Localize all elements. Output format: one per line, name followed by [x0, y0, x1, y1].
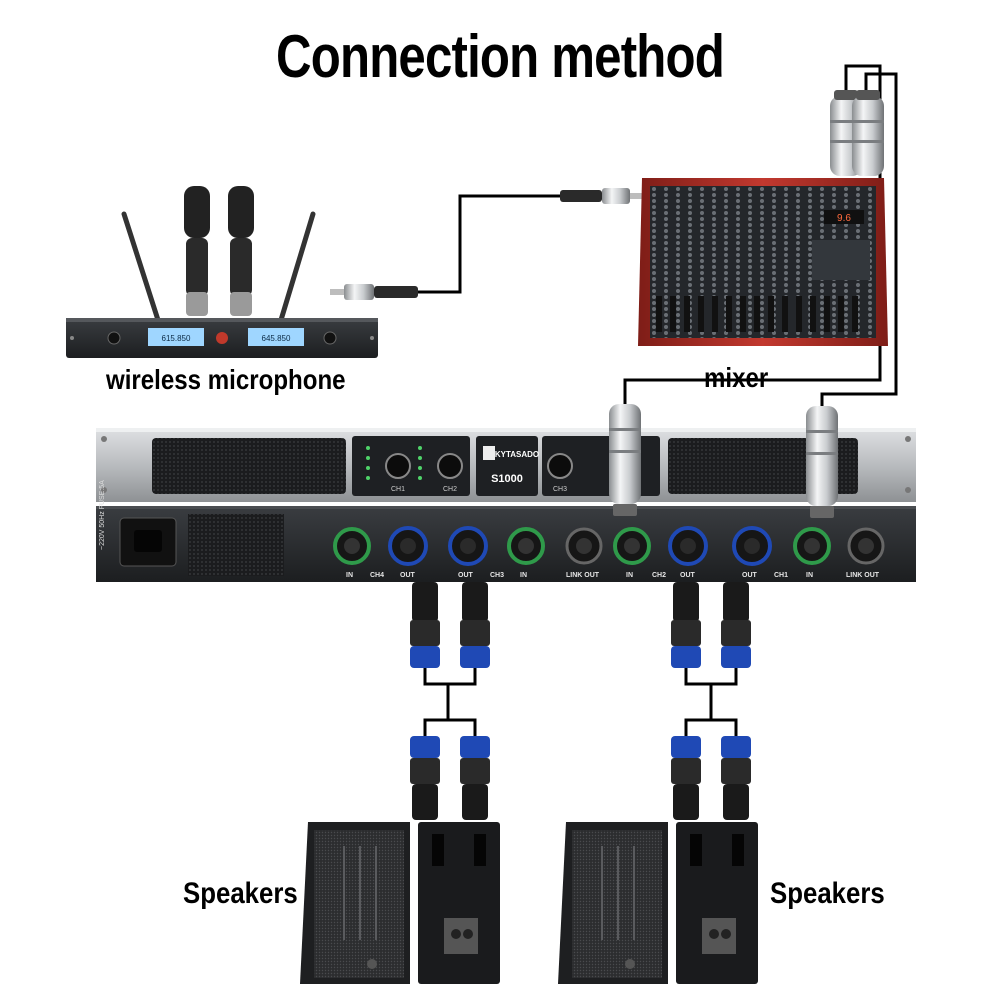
amp-front-ch2-label: CH2 [443, 486, 457, 493]
rear-label-out-ch3: OUT [458, 572, 474, 579]
amp-logo-panel [476, 436, 538, 496]
rear-label-link-out-1: LINK OUT [566, 572, 600, 579]
mixer: 9.6 [638, 178, 888, 346]
receiver-freq-right: 645.850 [262, 334, 291, 343]
rear-label-ch2: CH2 [652, 572, 666, 579]
xlr-plugs-amp-in [609, 404, 838, 518]
speakon-plugs-speaker-right [671, 736, 751, 820]
amp-front-ch3-label: CH3 [553, 486, 567, 493]
cable-mic-to-mixer [418, 194, 560, 294]
rear-label-out-ch1: OUT [742, 572, 758, 579]
mixer-display [824, 210, 864, 224]
rear-label-in-ch1: IN [806, 572, 813, 579]
amp-rear-speakon-ch3-1 [448, 526, 488, 566]
rear-label-in-ch4: IN [346, 572, 353, 579]
cable-left-bridge-top [423, 668, 477, 686]
rear-label-out-ch2: OUT [680, 572, 696, 579]
receiver-power-icon [216, 332, 228, 344]
speakon-plugs-amp-right [671, 582, 751, 668]
receiver-freq-left: 615.850 [162, 334, 191, 343]
rear-label-ch1: CH1 [774, 572, 788, 579]
rear-label-in-ch3: IN [520, 572, 527, 579]
rear-label-ch4: CH4 [370, 572, 384, 579]
amp-vent-left [152, 438, 346, 494]
amplifier-front: CH1 CH2 CH3 KYTASADO S1000 [96, 428, 916, 502]
receiver-display-right [248, 328, 304, 346]
cable-right-bridge-top [684, 668, 738, 686]
wireless-microphone-label: wireless microphone [106, 364, 346, 395]
receiver-knob-left [107, 331, 121, 345]
cable-left-bridge-bottom [423, 718, 477, 736]
speakon-plugs-amp-left [410, 582, 490, 668]
amp-rear-speakon-ch1-1 [732, 526, 772, 566]
speaker-right-back [676, 822, 758, 984]
rear-label-out-ch4: OUT [400, 572, 416, 579]
antenna-right [278, 211, 316, 323]
rear-label-in-ch2: IN [626, 572, 633, 579]
amp-rear-xlr-in-ch2 [613, 527, 651, 565]
handheld-mic-left [184, 186, 210, 316]
receiver-knob-right [323, 331, 337, 345]
handheld-mic-right [228, 186, 254, 316]
amp-logo-icon [483, 446, 495, 460]
xlr-plugs-mixer-out [830, 90, 884, 176]
receiver-display-left [148, 328, 204, 346]
mixer-faders [656, 296, 858, 332]
amp-rear-xlr-in-ch3 [507, 527, 545, 565]
amplifier-rear: ~220V 50Hz FUSE:5A IN CH4 OUT OUT CH3 [96, 480, 916, 582]
speaker-right-front [558, 822, 668, 984]
speaker-left-front [300, 822, 410, 984]
amp-rear-vent [188, 514, 284, 576]
speakon-plugs-speaker-left [410, 736, 490, 820]
speaker-left-back [418, 822, 500, 984]
wireless-microphone-receiver: 615.850 645.850 [66, 186, 378, 358]
quarter-inch-plug-mixer [560, 188, 642, 204]
amp-rear-xlr-link-out-1 [565, 527, 603, 565]
speakers-right-label: Speakers [770, 877, 885, 910]
amp-power-label: ~220V 50Hz FUSE:5A [99, 480, 106, 550]
amp-knob-ch2 [437, 453, 463, 479]
amp-rear-speakon-ch2-1 [668, 526, 708, 566]
amp-brand: KYTASADO [495, 450, 539, 459]
amp-rear-xlr-in-ch1 [793, 527, 831, 565]
speakers-left-label: Speakers [183, 877, 298, 910]
amp-rear-xlr-link-out-2 [847, 527, 885, 565]
rear-label-link-out-2: LINK OUT [846, 572, 880, 579]
amp-rear-xlr-in-ch4 [333, 527, 371, 565]
diagram-title: Connection method [276, 23, 725, 90]
quarter-inch-plug-receiver [330, 284, 418, 300]
amp-model: S1000 [491, 473, 523, 485]
amp-rear-speakon-ch4-1 [388, 526, 428, 566]
cable-right-bridge-bottom [684, 718, 738, 736]
rear-label-ch3: CH3 [490, 572, 504, 579]
mixer-label: mixer [704, 362, 769, 393]
mixer-display-value: 9.6 [837, 213, 851, 224]
antenna-left [121, 211, 161, 323]
amp-knob-ch3 [547, 453, 573, 479]
cable-mixer-to-amp-ch1 [820, 72, 898, 408]
amp-front-ch1-label: CH1 [391, 486, 405, 493]
amp-knob-ch1 [385, 453, 411, 479]
